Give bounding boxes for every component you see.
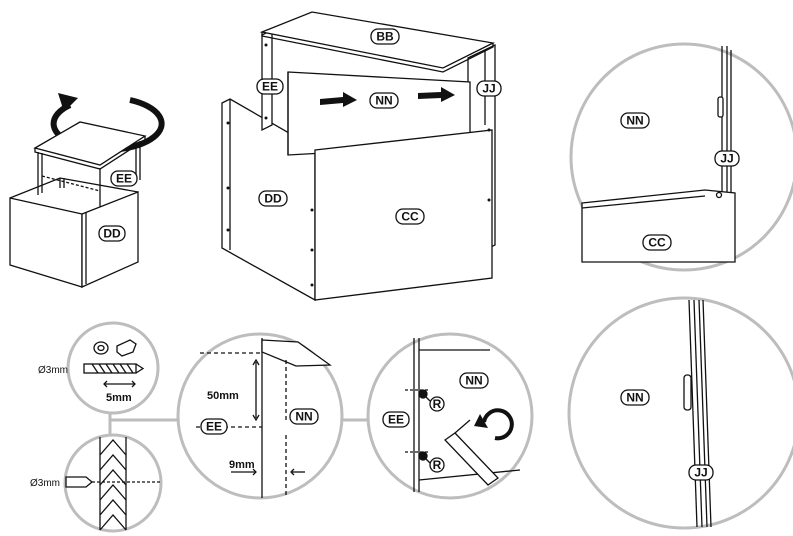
diameter-bottom-text: Ø3mm: [30, 478, 60, 489]
step-insert-back-panel: [221, 11, 496, 302]
label-cc-zoom-top: CC: [642, 234, 672, 251]
label-bb: BB: [370, 28, 400, 45]
arrow-right-icon: [320, 92, 357, 107]
drawer-front-panel: [9, 197, 83, 288]
label-jj-text: JJ: [694, 466, 707, 480]
screwing-detail: NN EE R R: [366, 332, 534, 500]
drill-icon: [116, 339, 137, 357]
arrow-right-icon: [418, 87, 455, 102]
measurement-detail: 50mm 9mm EE NN: [176, 332, 344, 500]
rotation-arrowhead-icon: [58, 93, 78, 112]
label-nn-text: NN: [626, 114, 643, 128]
tape-icon: [93, 341, 109, 355]
label-nn-text: NN: [375, 94, 392, 108]
label-ee-text: EE: [116, 172, 132, 186]
rotation-arrow-icon: [482, 408, 514, 441]
label-nn-text: NN: [465, 374, 482, 388]
label-nn-zoom-bottom: NN: [620, 389, 650, 406]
height-text: 50mm: [207, 390, 239, 402]
zoom-detail-bottom: NN JJ: [567, 296, 793, 530]
label-nn-zoom-top: NN: [620, 112, 650, 129]
label-cc-text: CC: [648, 236, 666, 250]
label-ee-step-b: EE: [256, 78, 284, 95]
label-dd-text: DD: [264, 192, 282, 206]
label-dd-step-a: DD: [98, 225, 126, 242]
label-r-text: R: [433, 458, 442, 472]
depth-text: 5mm: [106, 392, 132, 404]
label-dd-text: DD: [103, 227, 121, 241]
label-jj-step-b: JJ: [476, 80, 502, 97]
step-rotate-cabinet: [9, 93, 165, 289]
label-cc-text: CC: [401, 210, 419, 224]
label-ee-screw: EE: [382, 411, 410, 428]
screwdriver-icon: [444, 432, 499, 486]
inset-text: 9mm: [229, 459, 255, 471]
label-nn-measure: NN: [289, 408, 319, 425]
label-ee-measure: EE: [200, 418, 228, 435]
label-jj-zoom-bottom: JJ: [688, 464, 714, 481]
drill-bit-icon: [65, 476, 94, 488]
label-bb-text: BB: [376, 30, 394, 44]
label-ee-step-a: EE: [110, 170, 138, 187]
drilling-detail: Ø3mm 5mm Ø3mm: [30, 321, 370, 533]
label-r-text: R: [433, 397, 442, 411]
label-ee-text: EE: [206, 420, 222, 434]
label-nn-text: NN: [626, 391, 643, 405]
label-jj-text: JJ: [482, 82, 495, 96]
label-ee-text: EE: [388, 413, 404, 427]
drill-bit-icon: [83, 363, 137, 374]
label-dd-step-b: DD: [258, 190, 288, 207]
label-nn-text: NN: [295, 410, 312, 424]
label-r-bottom: R: [429, 457, 445, 473]
label-jj-zoom-top: JJ: [714, 150, 740, 167]
label-nn-screw: NN: [459, 372, 489, 389]
zoom-detail-top: NN JJ CC: [569, 42, 793, 272]
diameter-top-text: Ø3mm: [38, 365, 68, 376]
label-ee-text: EE: [262, 80, 278, 94]
label-nn-step-b: NN: [369, 92, 399, 109]
label-cc-step-b: CC: [395, 208, 425, 225]
label-r-top: R: [429, 396, 445, 412]
label-jj-text: JJ: [720, 152, 733, 166]
